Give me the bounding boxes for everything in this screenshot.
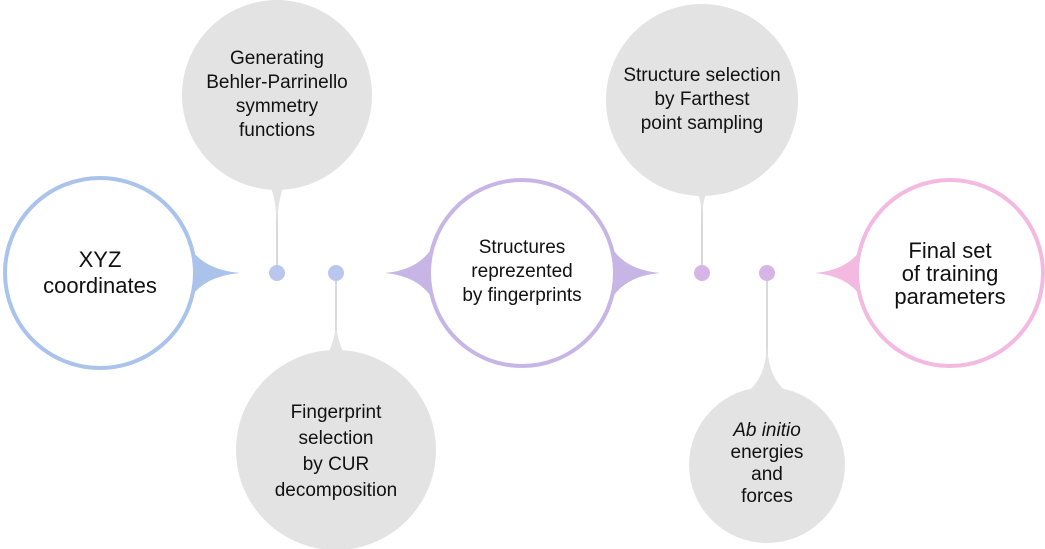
side-bubble-cur-selection [236, 350, 436, 549]
label-line: Behler-Parrinello [206, 72, 348, 93]
main-node-final [855, 178, 1045, 368]
label-line: by CUR [302, 454, 370, 475]
label-line: Structure selection [623, 65, 781, 86]
label-line: of training [901, 260, 999, 286]
label-line: Ab initio [733, 420, 801, 441]
label-line: by Farthest [654, 89, 750, 110]
label-line: and [751, 464, 783, 485]
main-node-fingerprints [427, 178, 617, 368]
side-bubble-bp-functions [182, 0, 372, 190]
label-line: Fingerprint [290, 402, 382, 423]
label-line: energies [730, 442, 804, 463]
main-connector-tapers [190, 248, 862, 298]
label-line: point sampling [640, 113, 764, 134]
label-line: Generating [229, 48, 324, 69]
connector-dot [759, 265, 775, 281]
label-line: symmetry [235, 96, 319, 117]
label-line: XYZ [78, 247, 122, 272]
side-bubble-fps-selection-label: Structure selection by Farthest point sa… [607, 62, 797, 138]
label-line: decomposition [274, 480, 398, 501]
side-bubble-cur-selection-label: Fingerprint selection by CUR decompositi… [246, 398, 426, 506]
label-line: forces [741, 486, 793, 507]
side-bubble-ab-initio [689, 387, 845, 543]
label-line: functions [238, 120, 316, 141]
connector-dot [694, 265, 710, 281]
label-line: selection [298, 428, 374, 449]
side-bubble-fps-selection [606, 4, 798, 196]
main-node-xyz-label: XYZ coordinates [20, 233, 180, 313]
side-bubble-bp-functions-label: Generating Behler-Parrinello symmetry fu… [187, 45, 367, 145]
label-line: parameters [894, 283, 1006, 309]
main-node-final-label: Final set of training parameters [870, 230, 1030, 316]
label-line: by fingerprints [462, 285, 582, 306]
connector-dot [328, 265, 344, 281]
label-line: Structures [478, 237, 566, 258]
label-line: Final set [908, 237, 992, 263]
connector-dot [269, 265, 285, 281]
label-line: coordinates [43, 273, 157, 298]
main-node-fingerprints-label: Structures reprezented by fingerprints [442, 230, 602, 314]
side-bubble-ab-initio-label: Ab initio energies and forces [697, 418, 837, 510]
main-node-xyz [3, 176, 197, 370]
label-line: reprezented [471, 261, 573, 282]
